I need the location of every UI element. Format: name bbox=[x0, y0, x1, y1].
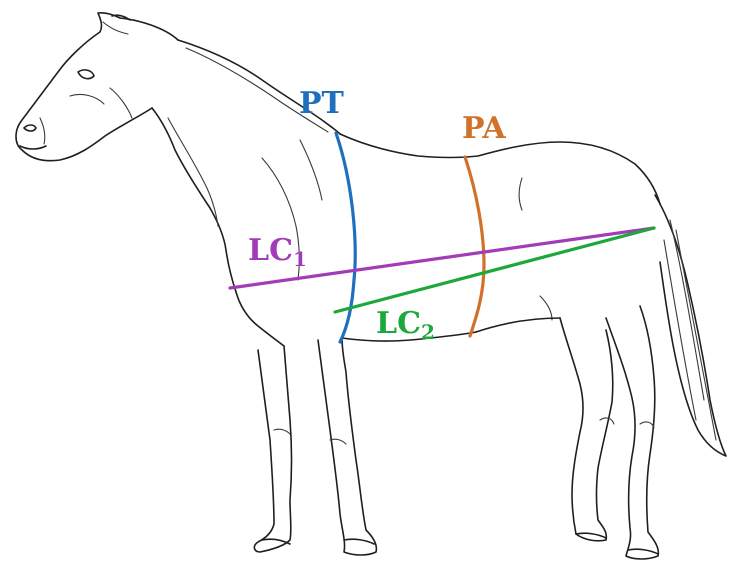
horse-mouth bbox=[20, 146, 46, 149]
pt-label: PT bbox=[299, 86, 345, 121]
horse-chest-front bbox=[236, 292, 284, 346]
horse-front-leg-near bbox=[254, 346, 291, 552]
horse-face-line bbox=[70, 94, 104, 104]
horse-nostril bbox=[24, 125, 36, 131]
horse-drawing bbox=[16, 13, 726, 559]
horse-shoulder-line-2 bbox=[300, 140, 322, 200]
horse-hind-hoof-far bbox=[628, 549, 658, 554]
horse-ear-inner bbox=[103, 22, 128, 34]
horse-front-hoof-far bbox=[344, 539, 374, 544]
horse-head-outline bbox=[16, 13, 178, 161]
horse-cheek bbox=[110, 88, 132, 118]
lc2-label-text: LC bbox=[376, 306, 421, 341]
horse-throat-neck bbox=[152, 108, 236, 292]
pa-measurement-line bbox=[465, 157, 484, 336]
horse-flank-detail bbox=[519, 178, 522, 210]
horse-eye bbox=[78, 70, 94, 79]
horse-hind-leg-near bbox=[560, 318, 613, 541]
lc2-label-subscript: 2 bbox=[421, 320, 435, 344]
lc2-measurement-line bbox=[335, 228, 654, 312]
measurement-labels: PT PA LC1 LC2 bbox=[248, 86, 506, 344]
lc2-label: LC2 bbox=[376, 306, 435, 344]
horse-gaskin bbox=[476, 318, 560, 332]
horse-muzzle bbox=[40, 118, 45, 144]
horse-stifle-detail bbox=[540, 296, 552, 320]
horse-front-leg-far bbox=[318, 338, 376, 555]
horse-tail-strands bbox=[664, 220, 716, 440]
pa-label: PA bbox=[462, 111, 506, 146]
lc1-label-subscript: 1 bbox=[293, 247, 307, 271]
horse-hind-leg-far bbox=[606, 306, 658, 559]
measurement-lines bbox=[230, 133, 654, 342]
lc1-label-text: LC bbox=[248, 233, 293, 268]
horse-knee-detail bbox=[274, 429, 346, 444]
